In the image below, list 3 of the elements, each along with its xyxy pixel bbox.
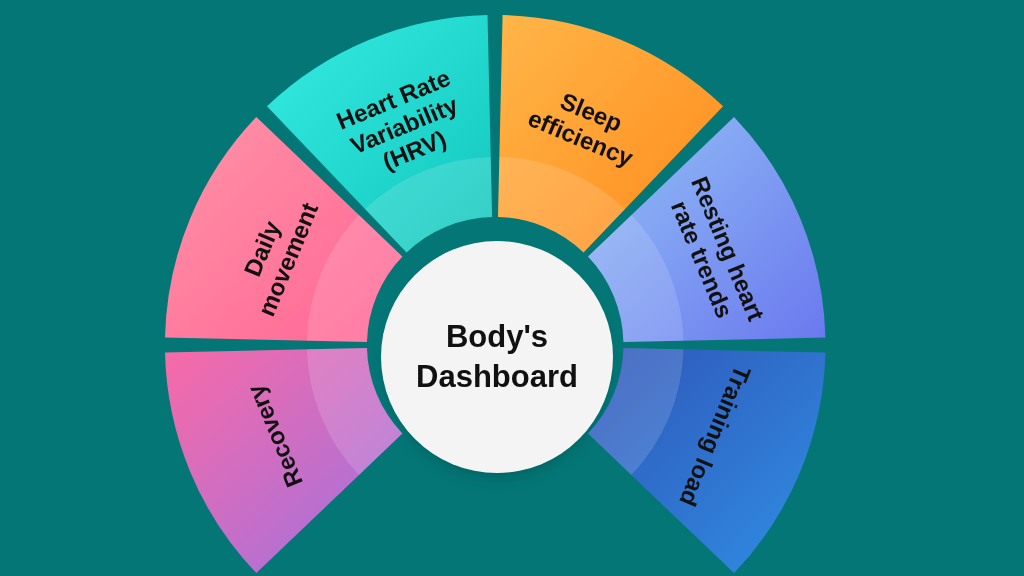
ring-segment (165, 347, 403, 573)
center-title: Body's Dashboard (415, 317, 579, 396)
ring-segment (587, 347, 825, 573)
